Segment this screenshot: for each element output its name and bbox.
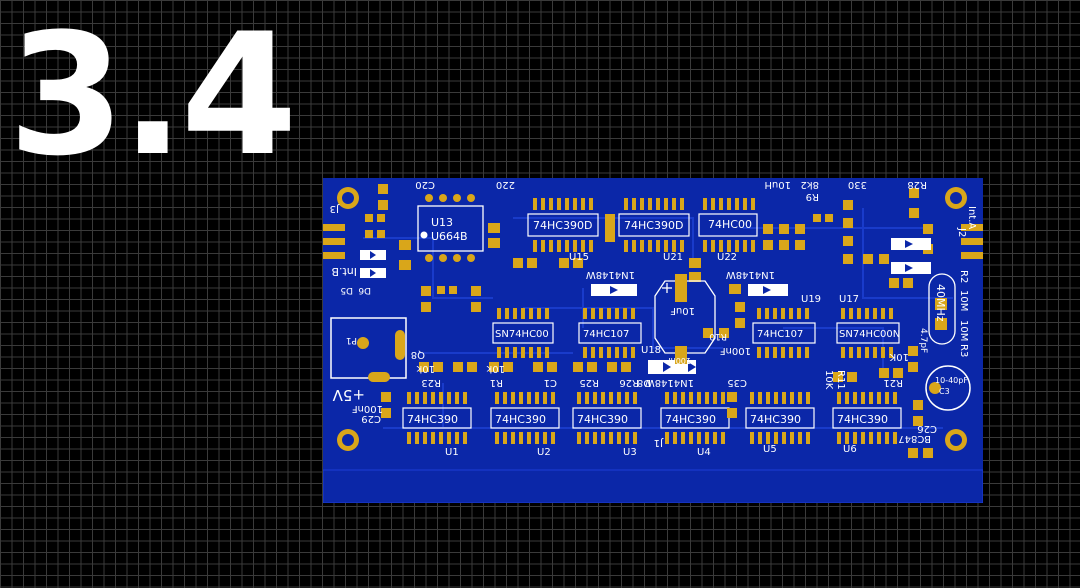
label-r10: R10 — [709, 331, 727, 341]
label-c26: C26 — [917, 423, 937, 434]
label-r26: R26 — [619, 377, 639, 388]
label-d2: 1N4148W — [586, 269, 635, 280]
label-u17-part: SN74HC00N — [839, 329, 900, 340]
label-u20-part: SN74HC00 — [495, 329, 549, 340]
label-c35: C35 — [727, 377, 747, 388]
mounting-holes — [337, 187, 967, 451]
label-r3-value: 10M — [958, 320, 969, 341]
label-r21: R21 — [883, 377, 903, 388]
power-connector — [330, 317, 407, 382]
label-c29: C29 — [361, 413, 381, 424]
pcb-edge-connector — [323, 469, 983, 503]
trimmer-c24 — [925, 365, 971, 411]
label-c1: C1 — [544, 377, 557, 388]
label-c27: 4.7pF — [918, 328, 928, 353]
label-r23-value: 10k — [416, 363, 435, 374]
label-r11: R11 — [835, 370, 846, 390]
label-d8: D8 — [637, 377, 651, 388]
label-x1: 40MHz — [934, 284, 947, 322]
label-p1: P1 — [346, 335, 357, 345]
label-u6-part: 74HC390 — [837, 413, 888, 426]
label-c3: C3 — [939, 387, 950, 396]
label-c20: C20 — [415, 179, 435, 190]
label-c30: 100nF — [720, 345, 751, 356]
label-c9: 10uF — [670, 305, 695, 316]
label-u18-ref: U18 — [641, 345, 661, 356]
label-r3: R3 — [958, 344, 969, 357]
label-c29-value: 100nF — [352, 403, 383, 414]
label-q10: BC847 — [898, 433, 931, 444]
label-u22-part: 74HC00 — [708, 218, 752, 231]
smd-chips — [402, 198, 902, 444]
label-u1-part: 74HC390 — [407, 413, 458, 426]
label-u2-ref: U2 — [537, 447, 551, 458]
label-r1: R1 — [490, 377, 503, 388]
label-u15-ref: U15 — [569, 252, 589, 263]
label-u4-part: 74HC390 — [665, 413, 716, 426]
label-r32: 220 — [496, 179, 515, 190]
label-u18-part: 74HC107 — [583, 329, 629, 340]
label-u13-ref: U13 — [431, 216, 453, 229]
label-r21-value: 10K — [889, 351, 909, 362]
label-d6: D6 — [358, 285, 371, 295]
label-j3: J3 — [330, 203, 340, 214]
label-r1-value: 10k — [486, 363, 505, 374]
label-d3: 1N4148W — [645, 377, 694, 388]
label-u19-ref: U19 — [801, 294, 821, 305]
label-u3-ref: U3 — [623, 447, 637, 458]
capacitor-c9 — [654, 274, 716, 364]
chip-u13 — [417, 194, 484, 262]
label-u5-ref: U5 — [763, 444, 777, 455]
label-u13-part: U664B — [431, 230, 468, 243]
label-d5: D5 — [340, 285, 353, 295]
label-u3-part: 74HC390 — [577, 413, 628, 426]
label-q8: Q8 — [411, 349, 425, 360]
label-u4-ref: U4 — [697, 447, 711, 458]
label-c100nf: 100nF — [666, 356, 691, 365]
label-plus5v: +5V — [332, 386, 365, 404]
crystal-x1 — [928, 273, 956, 345]
label-r11-value: 10K — [823, 370, 834, 390]
label-int-a: Int.A — [966, 206, 977, 229]
label-r29: 330 — [848, 179, 867, 190]
diodes — [360, 238, 931, 374]
label-r9: R9 — [806, 191, 819, 202]
page-title: 3.4 — [8, 0, 298, 193]
label-l1: 10uH — [764, 179, 791, 190]
label-u6-ref: U6 — [843, 444, 857, 455]
label-r25: R25 — [579, 377, 599, 388]
label-r31: 8k2 — [800, 179, 819, 190]
label-r2: R2 — [958, 270, 969, 283]
label-u2-part: 74HC390 — [495, 413, 546, 426]
pcb-board: U13 U664B 74HC390D U15 74HC390D 74HC00 U… — [323, 178, 983, 503]
label-u22-ref: U22 — [717, 252, 737, 263]
silkscreen-labels: U13 U664B 74HC390D U15 74HC390D 74HC00 U… — [330, 179, 977, 458]
edge-pads — [323, 224, 983, 259]
label-j2: J2 — [956, 227, 967, 237]
label-u16-part: 74HC390D — [624, 219, 683, 232]
label-c24: 10-40pF — [935, 376, 968, 385]
label-d4: 1N4148W — [726, 269, 775, 280]
label-u19-part: 74HC107 — [757, 329, 803, 340]
label-j1: J1 — [654, 437, 664, 448]
label-int-b: Int.B — [331, 265, 357, 278]
label-r23: R23 — [421, 377, 441, 388]
label-u21: U21 — [663, 252, 683, 263]
label-r28: R28 — [907, 179, 927, 190]
label-r2-value: 10M — [958, 290, 969, 311]
label-u15-part: 74HC390D — [533, 219, 592, 232]
label-u1-ref: U1 — [445, 447, 459, 458]
label-u5-part: 74HC390 — [750, 413, 801, 426]
label-u17-ref: U17 — [839, 294, 859, 305]
